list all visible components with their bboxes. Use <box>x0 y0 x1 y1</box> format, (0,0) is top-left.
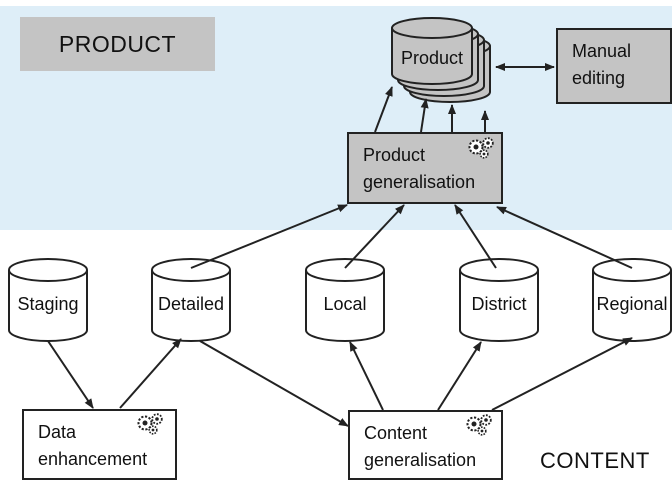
product-layer-label: PRODUCT <box>20 17 215 71</box>
manual-editing-line-1: Manual <box>572 41 632 61</box>
arrow-generalisation-to-product-1 <box>374 86 393 133</box>
product-database-label: Product <box>401 48 463 68</box>
detailed-database-label: Detailed <box>158 294 224 314</box>
arrow-generalisation-to-product-2 <box>420 98 429 133</box>
arrow-data-enhancement-to-detailed <box>119 338 182 409</box>
regional-database-label: Regional <box>596 294 667 314</box>
arrow-detailed-to-product-generalisation <box>190 204 348 269</box>
arrow-local-to-product-generalisation <box>344 204 405 269</box>
manual-editing-line-2: editing <box>572 68 626 88</box>
local-database: Local <box>305 258 385 342</box>
content-generalisation-line-2: generalisation <box>364 450 477 470</box>
content-generalisation-box: Content generalisation <box>348 410 503 480</box>
arrow-content-generalisation-to-district <box>437 341 482 411</box>
gears-icon <box>466 414 492 436</box>
local-database-label: Local <box>323 294 366 314</box>
district-database: District <box>459 258 539 342</box>
staging-database: Staging <box>8 258 88 342</box>
product-generalisation-box: Product generalisation <box>347 132 503 204</box>
product-generalisation-line-1: Product <box>363 145 426 165</box>
regional-database: Regional <box>592 258 672 342</box>
arrow-content-generalisation-to-regional <box>491 337 633 411</box>
product-generalisation-line-2: generalisation <box>363 172 476 192</box>
data-enhancement-line-1: Data <box>38 422 77 442</box>
district-database-label: District <box>472 294 527 314</box>
arrow-district-to-product-generalisation <box>454 204 497 269</box>
content-layer-label: CONTENT <box>540 448 650 473</box>
product-database-stack: Product <box>391 17 491 103</box>
data-enhancement-box: Data enhancement <box>22 409 177 480</box>
gears-icon <box>468 137 494 159</box>
staging-database-label: Staging <box>17 294 78 314</box>
content-generalisation-line-1: Content <box>364 423 428 443</box>
arrow-regional-to-product-generalisation <box>496 206 633 269</box>
arrow-content-generalisation-to-local <box>349 341 384 411</box>
detailed-database: Detailed <box>151 258 231 342</box>
data-enhancement-line-2: enhancement <box>38 449 148 469</box>
arrow-detailed-to-content-generalisation <box>199 340 349 427</box>
manual-editing-box: Manual editing <box>556 28 672 104</box>
gears-icon <box>137 413 163 435</box>
arrow-staging-to-data-enhancement <box>47 340 94 409</box>
flow-arrows <box>47 63 633 427</box>
